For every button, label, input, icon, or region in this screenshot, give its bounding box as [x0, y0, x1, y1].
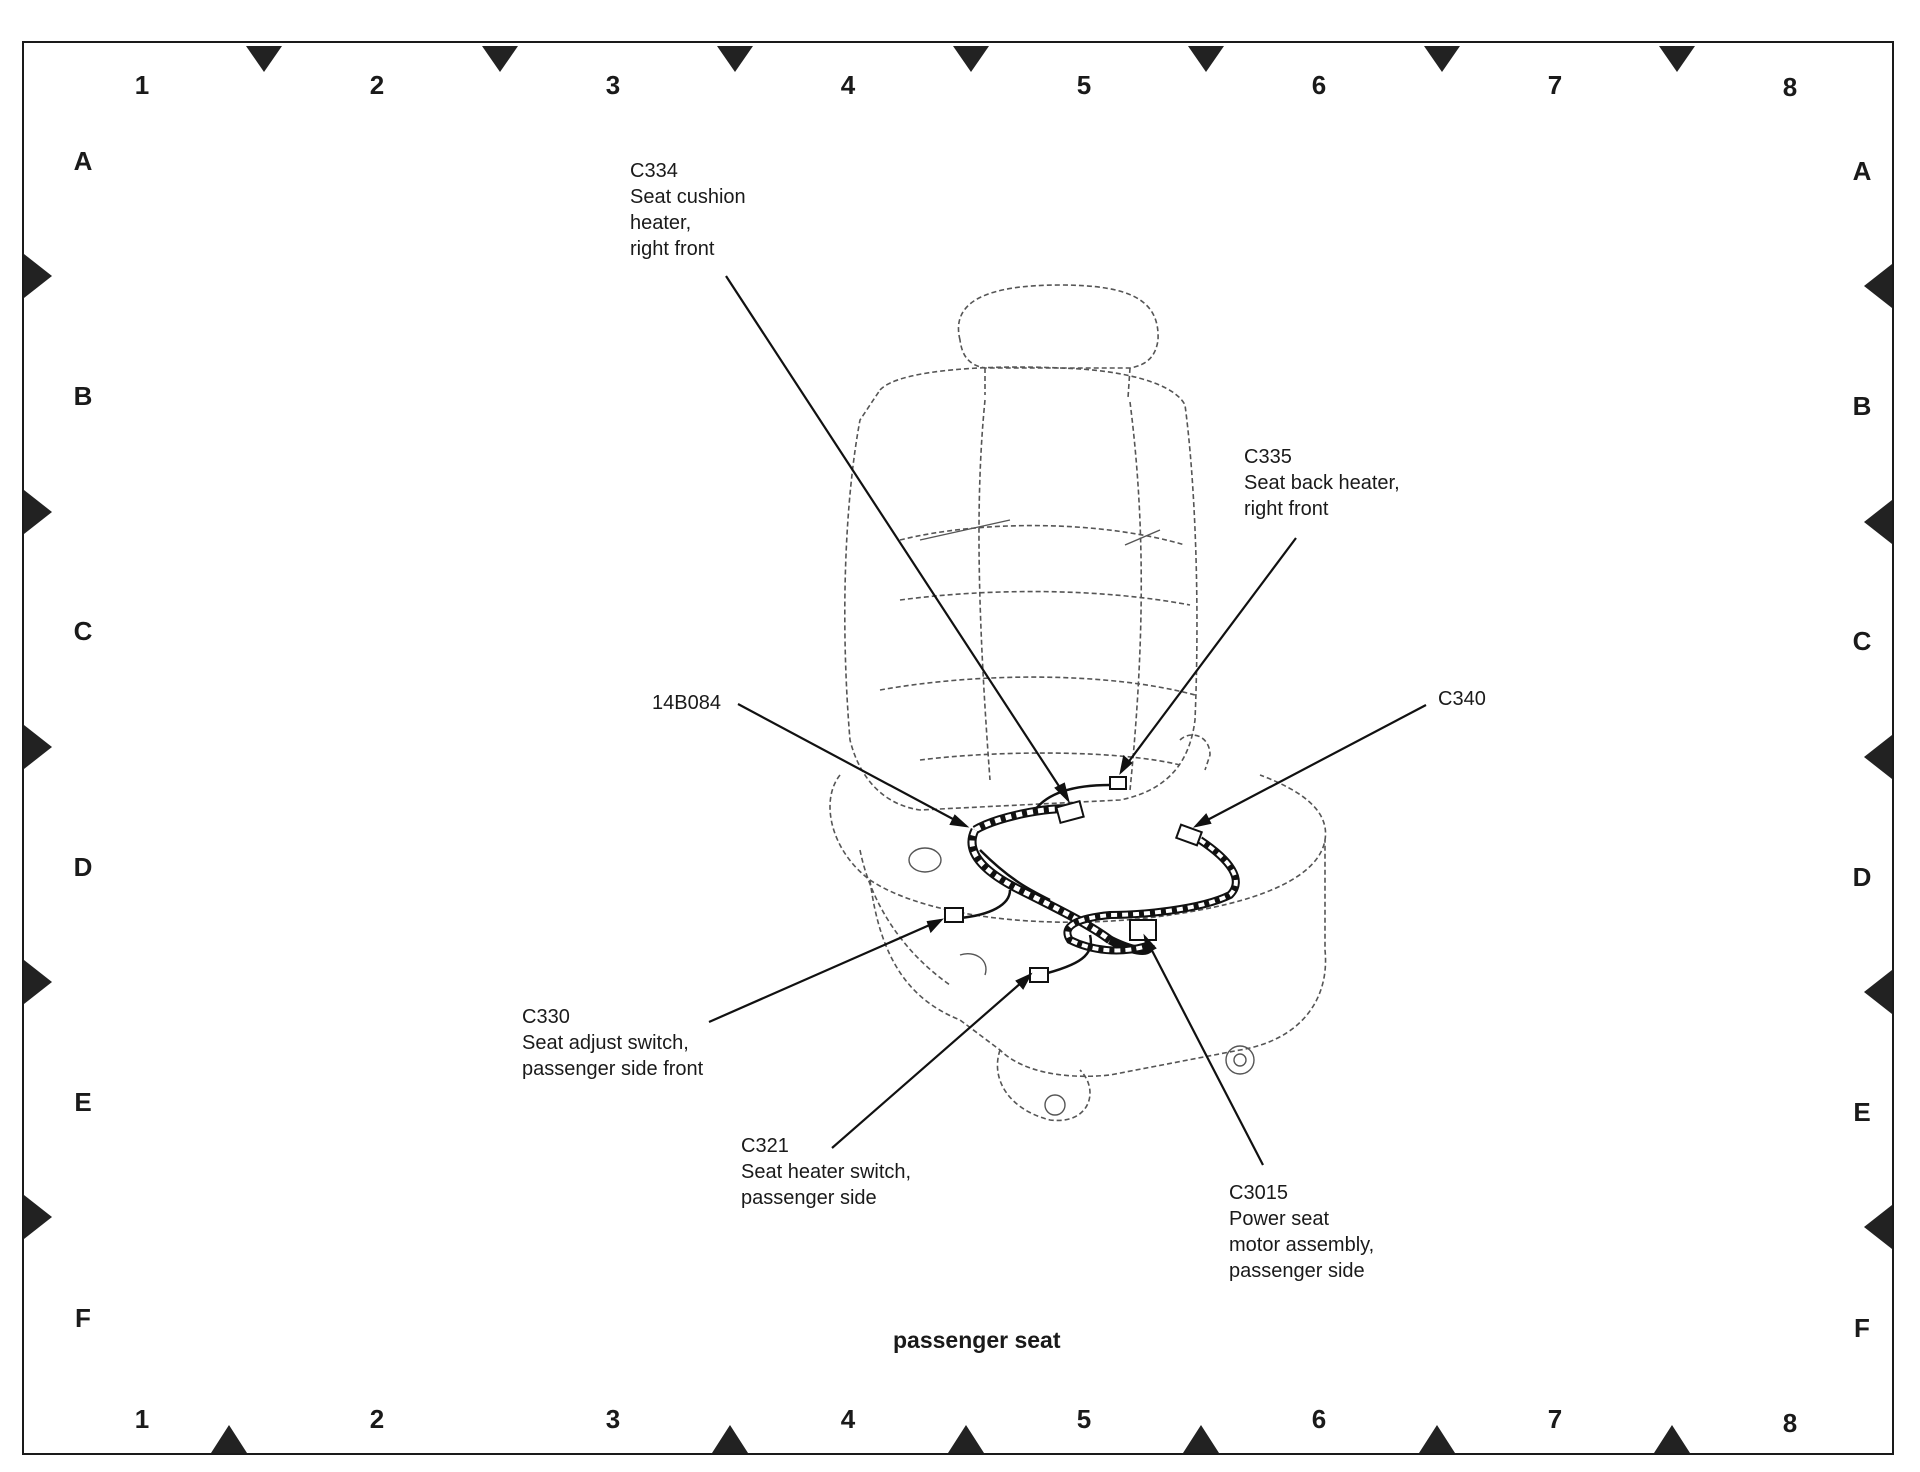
connector-description: right front	[630, 238, 715, 260]
grid-column-label: 4	[840, 70, 856, 100]
connector-code: C321	[741, 1135, 789, 1157]
diagram-caption: passenger seat	[893, 1327, 1061, 1353]
grid-column-label: 5	[1076, 1404, 1092, 1434]
connector-code: C330	[522, 1006, 570, 1028]
grid-column-label: 4	[840, 1404, 856, 1434]
grid-row-label: A	[73, 146, 93, 176]
grid-row-label: C	[73, 616, 93, 646]
connector-description: passenger side	[1229, 1260, 1365, 1282]
grid-column-label: 7	[1547, 1404, 1563, 1434]
grid-column-label: 3	[605, 70, 621, 100]
grid-column-label: 2	[369, 1404, 385, 1434]
grid-row-label: D	[73, 852, 93, 882]
connectors	[944, 776, 1204, 983]
grid-column-label: 1	[134, 70, 150, 100]
callout-14b084: 14B084	[652, 690, 721, 716]
seat-outline	[829, 284, 1327, 1122]
grid-row-label: B	[1852, 391, 1872, 421]
grid-row-label: F	[75, 1303, 91, 1333]
callout-c321: C321 Seat heater switch, passenger side	[741, 1133, 911, 1211]
connector-description: heater,	[630, 212, 692, 234]
grid-row-label: A	[1852, 156, 1872, 186]
border-markers	[24, 46, 1892, 1453]
connector-description: motor assembly,	[1229, 1234, 1375, 1256]
grid-column-label: 3	[605, 1404, 621, 1434]
seat-details	[908, 519, 1255, 1116]
wire-harness	[959, 783, 1240, 977]
callout-c3015: C3015 Power seat motor assembly, passeng…	[1229, 1180, 1374, 1284]
callout-c335: C335 Seat back heater, right front	[1244, 444, 1400, 522]
grid-row-label: E	[1853, 1097, 1871, 1127]
leader-lines	[708, 275, 1427, 1166]
grid-column-label: 8	[1782, 72, 1798, 102]
connector-description: Seat adjust switch,	[522, 1032, 689, 1054]
connector-description: Seat back heater,	[1244, 472, 1400, 494]
grid-row-label: C	[1852, 626, 1872, 656]
connector-description: Seat heater switch,	[741, 1161, 912, 1183]
grid-column-label: 6	[1311, 70, 1327, 100]
connector-description: Power seat	[1229, 1208, 1330, 1230]
callout-c330: C330 Seat adjust switch, passenger side …	[522, 1004, 703, 1082]
grid-row-label: E	[74, 1087, 92, 1117]
grid-column-label: 6	[1311, 1404, 1327, 1434]
connector-description: passenger side	[741, 1187, 877, 1209]
grid-row-label: D	[1852, 862, 1872, 892]
grid-column-label: 2	[369, 70, 385, 100]
connector-description: right front	[1244, 498, 1329, 520]
grid-column-label: 8	[1782, 1408, 1798, 1438]
connector-code: C340	[1438, 688, 1486, 710]
connector-code: C334	[630, 160, 678, 182]
connector-code: C3015	[1229, 1182, 1288, 1204]
grid-column-label: 5	[1076, 70, 1092, 100]
connector-description: Seat cushion	[630, 186, 746, 208]
connector-code: C335	[1244, 446, 1292, 468]
connector-description: passenger side front	[522, 1058, 704, 1080]
grid-column-label: 7	[1547, 70, 1563, 100]
grid-row-label: F	[1854, 1313, 1870, 1343]
grid-row-label: B	[73, 381, 93, 411]
callout-c334: C334 Seat cushion heater, right front	[630, 158, 746, 262]
diagram-frame	[22, 41, 1894, 1455]
callout-c340: C340	[1438, 686, 1486, 712]
part-code: 14B084	[652, 692, 721, 714]
grid-column-label: 1	[134, 1404, 150, 1434]
